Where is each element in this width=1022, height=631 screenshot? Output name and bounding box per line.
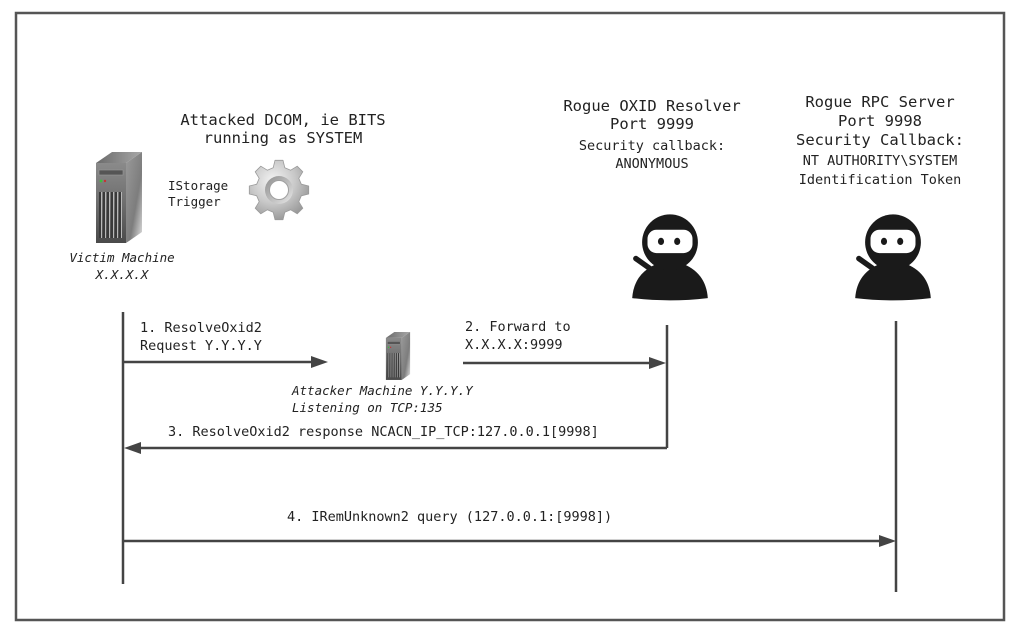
dcom-title-line-2: running as SYSTEM <box>204 129 363 147</box>
oxid-title-line-3: Security callback: <box>579 138 725 154</box>
message-3-label: 3. ResolveOxid2 response NCACN_IP_TCP:12… <box>168 424 599 440</box>
message-4-arrowhead <box>879 535 896 547</box>
oxid-title-line-4: ANONYMOUS <box>615 156 688 172</box>
victim-label-line-2: X.X.X.X <box>95 267 150 282</box>
rpc-title-line-5: Identification Token <box>799 172 962 188</box>
istorage-trigger-line-2: Trigger <box>168 194 221 209</box>
rpc-title-line-4: NT AUTHORITY\SYSTEM <box>803 153 957 169</box>
istorage-trigger-line-1: IStorage <box>168 178 228 193</box>
message-2-arrowhead <box>649 357 666 369</box>
victim-server-icon <box>95 151 143 244</box>
attacker-server-icon <box>385 331 411 381</box>
message-2-label-line-2: X.X.X.X:9999 <box>465 337 563 353</box>
message-2-label-line-1: 2. Forward to <box>465 319 571 335</box>
message-3-arrowhead <box>124 442 141 454</box>
gear-icon <box>248 159 310 221</box>
message-4-label: 4. IRemUnknown2 query (127.0.0.1:[9998]) <box>287 509 612 525</box>
attacker-label-line-2: Listening on TCP:135 <box>292 400 443 415</box>
message-1-label-line-1: 1. ResolveOxid2 <box>140 320 262 336</box>
message-1-label-line-2: Request Y.Y.Y.Y <box>140 338 262 354</box>
attacker-label-line-1: Attacker Machine Y.Y.Y.Y <box>291 383 474 398</box>
dcom-title-line-1: Attacked DCOM, ie BITS <box>180 111 385 129</box>
oxid-title-line-2: Port 9999 <box>610 115 694 133</box>
message-1-arrowhead <box>311 356 328 368</box>
rpc-title-line-2: Port 9998 <box>838 112 922 130</box>
gear-hole <box>269 180 289 200</box>
rpc-ninja-icon <box>855 214 931 300</box>
victim-label-line-1: Victim Machine <box>69 250 174 265</box>
oxid-title-line-1: Rogue OXID Resolver <box>563 97 740 115</box>
rpc-title-line-1: Rogue RPC Server <box>805 93 954 111</box>
rpc-title-line-3: Security Callback: <box>796 131 964 149</box>
diagram-frame <box>14 11 1006 622</box>
oxid-ninja-icon <box>632 214 708 300</box>
